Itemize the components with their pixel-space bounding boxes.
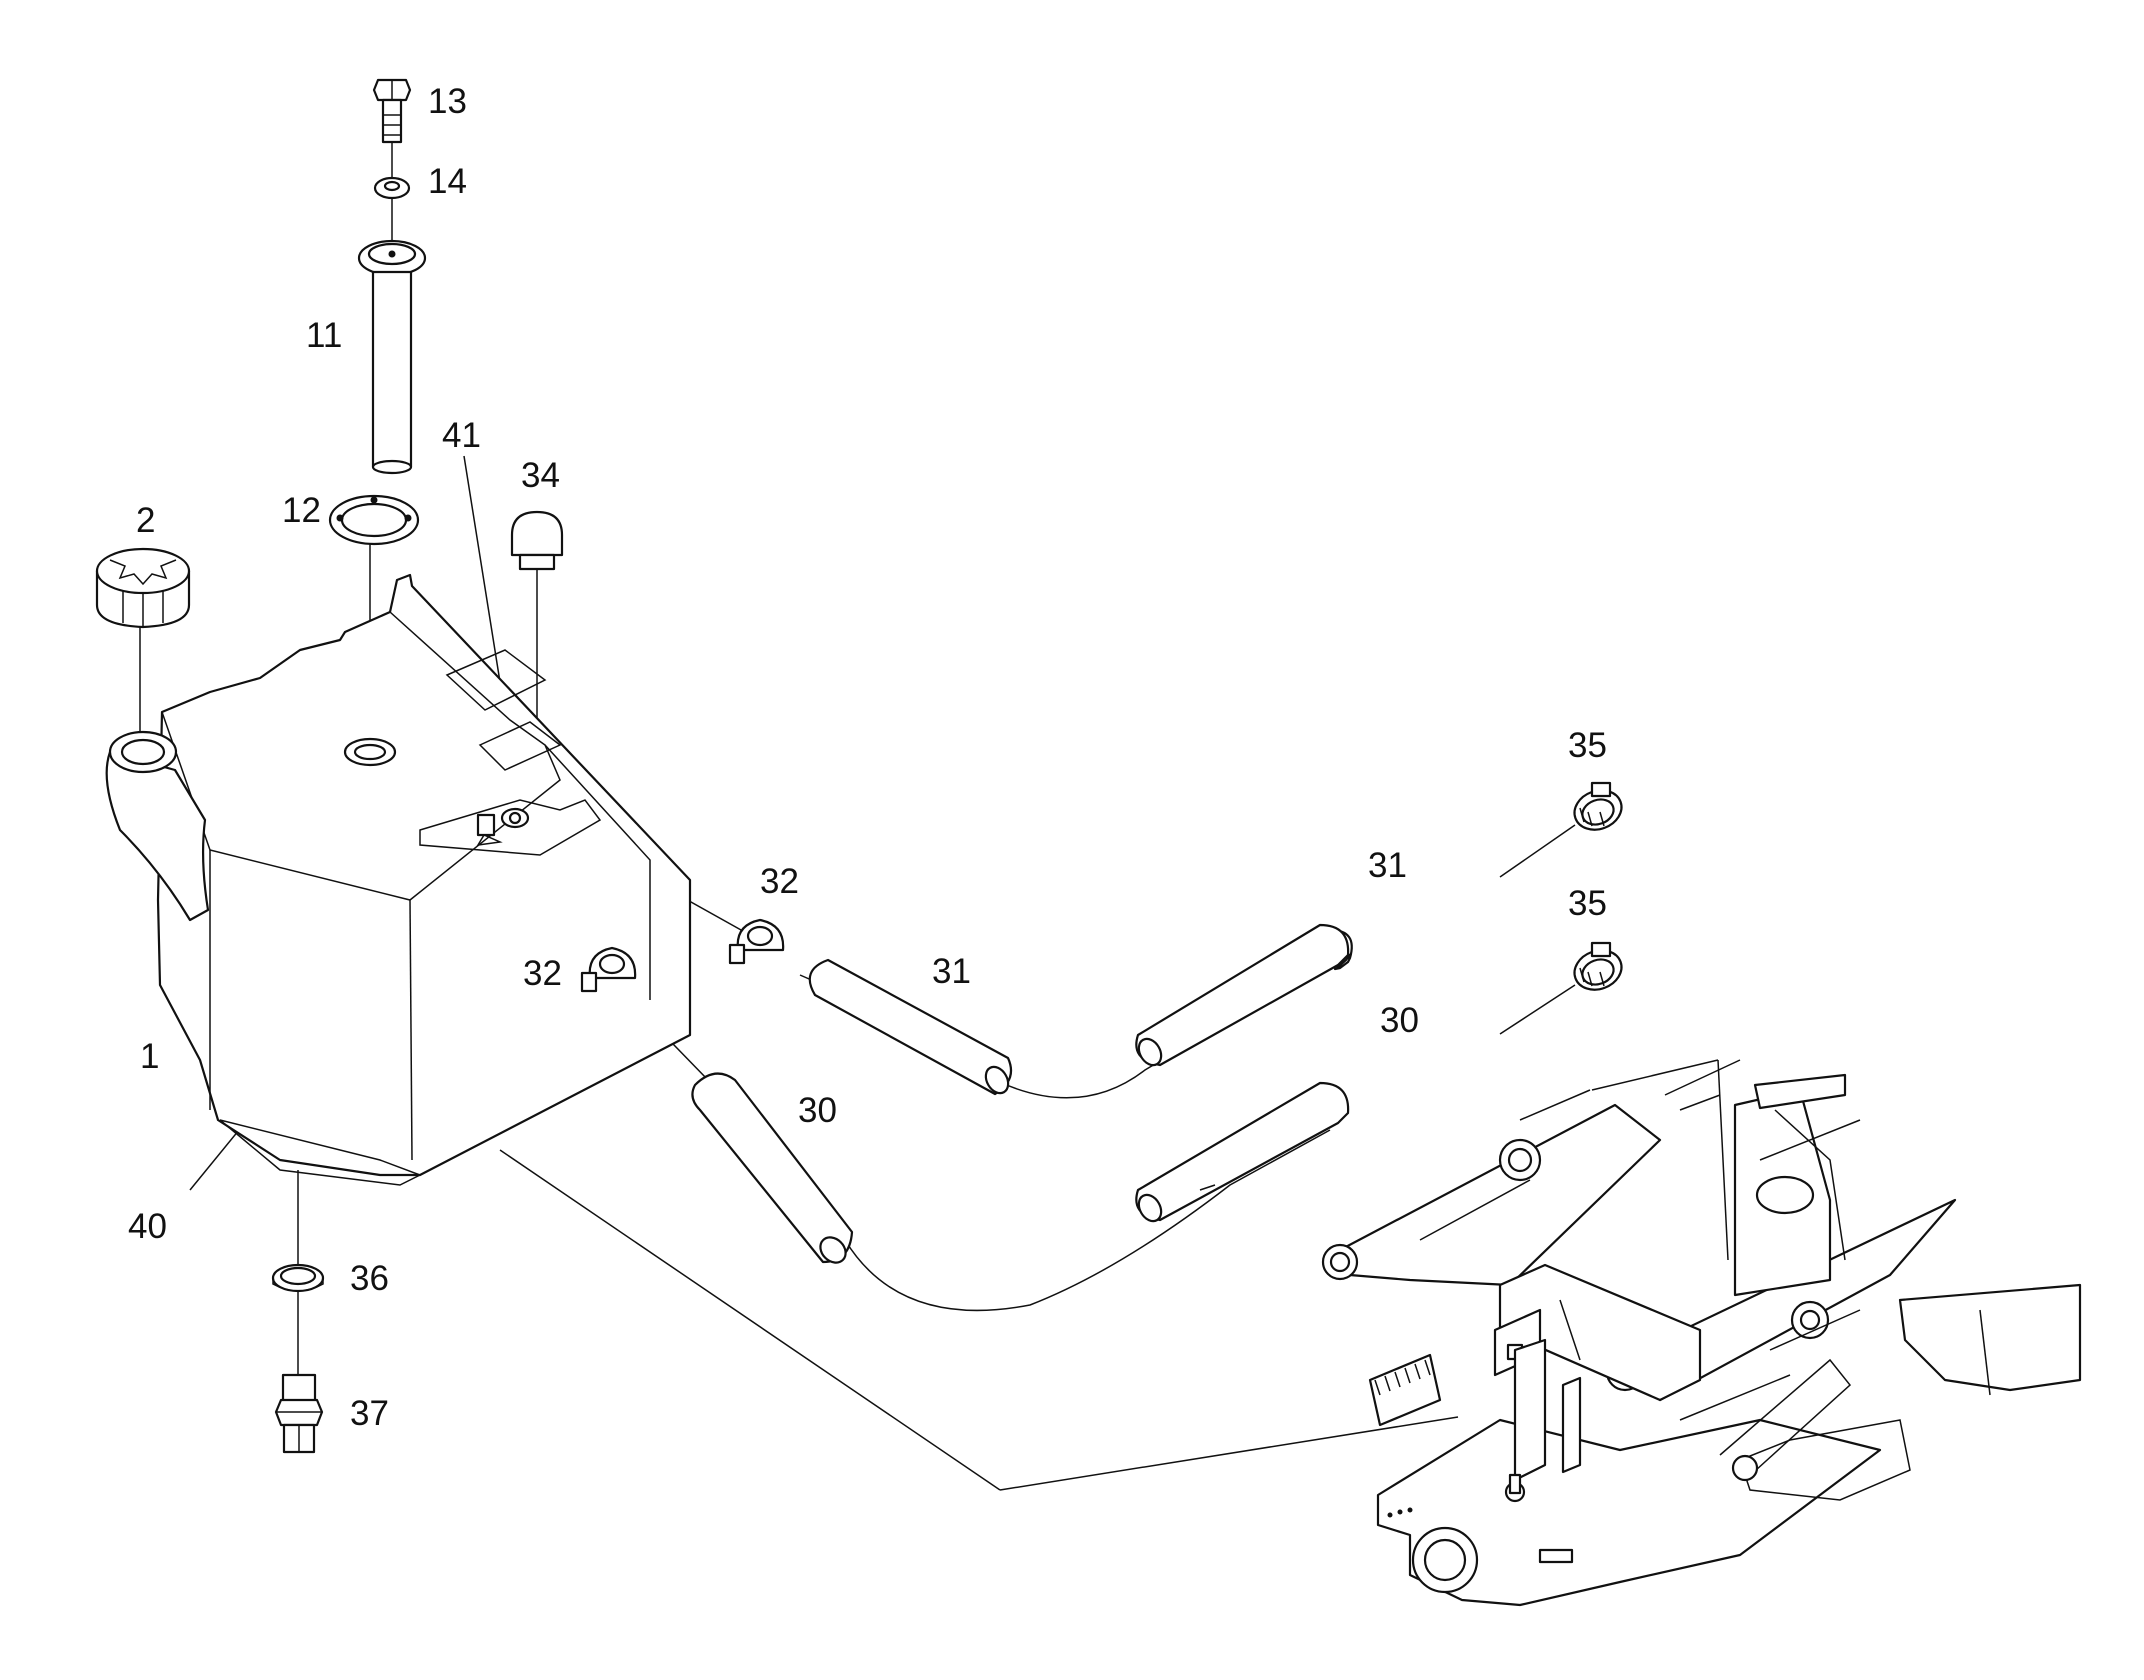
hose-clamp-32b-icon <box>580 946 637 993</box>
gasket-ring-12-icon <box>328 494 420 546</box>
callout-30b: 30 <box>798 1091 837 1130</box>
washer-14-icon <box>373 176 411 200</box>
callout-40: 40 <box>128 1207 167 1246</box>
callout-32a: 32 <box>760 862 799 901</box>
callout-41: 41 <box>442 416 481 455</box>
hose-30b-icon <box>1135 1081 1350 1223</box>
hose-clamp-32a-icon <box>728 918 785 965</box>
callout-35b: 35 <box>1568 884 1607 923</box>
drain-plug-37-icon <box>274 1373 324 1454</box>
callout-34: 34 <box>521 456 560 495</box>
hydraulic-tank-1-icon <box>105 573 692 1186</box>
hose-30a-icon <box>691 1072 854 1264</box>
filler-cap-2-icon <box>95 547 191 629</box>
callout-12: 12 <box>282 491 321 530</box>
bolt-13-icon <box>372 78 412 144</box>
callout-labels: 13 14 11 41 34 2 12 35 31 35 32 31 30 32… <box>128 82 1607 1433</box>
seal-ring-36-icon <box>271 1263 325 1293</box>
callout-32b: 32 <box>523 954 562 993</box>
callout-30a: 30 <box>1380 1001 1419 1040</box>
callout-13: 13 <box>428 82 467 121</box>
callout-11: 11 <box>306 316 342 355</box>
callout-36: 36 <box>350 1259 389 1298</box>
callout-14: 14 <box>428 162 467 201</box>
callout-2: 2 <box>136 501 155 540</box>
callout-1: 1 <box>140 1037 159 1076</box>
hose-31b-icon <box>1135 923 1353 1067</box>
hose-clamp-35a-icon <box>1573 781 1623 831</box>
callout-37: 37 <box>350 1394 389 1433</box>
callout-35a: 35 <box>1568 726 1607 765</box>
plug-34-icon <box>510 510 564 571</box>
hose-31a-icon <box>808 958 1013 1096</box>
chassis-frame-icon <box>1199 1059 2082 1607</box>
hose-clamp-35b-icon <box>1573 941 1623 991</box>
callout-31a: 31 <box>1368 846 1407 885</box>
callout-31b: 31 <box>932 952 971 991</box>
filler-tube-11-icon <box>357 239 427 475</box>
